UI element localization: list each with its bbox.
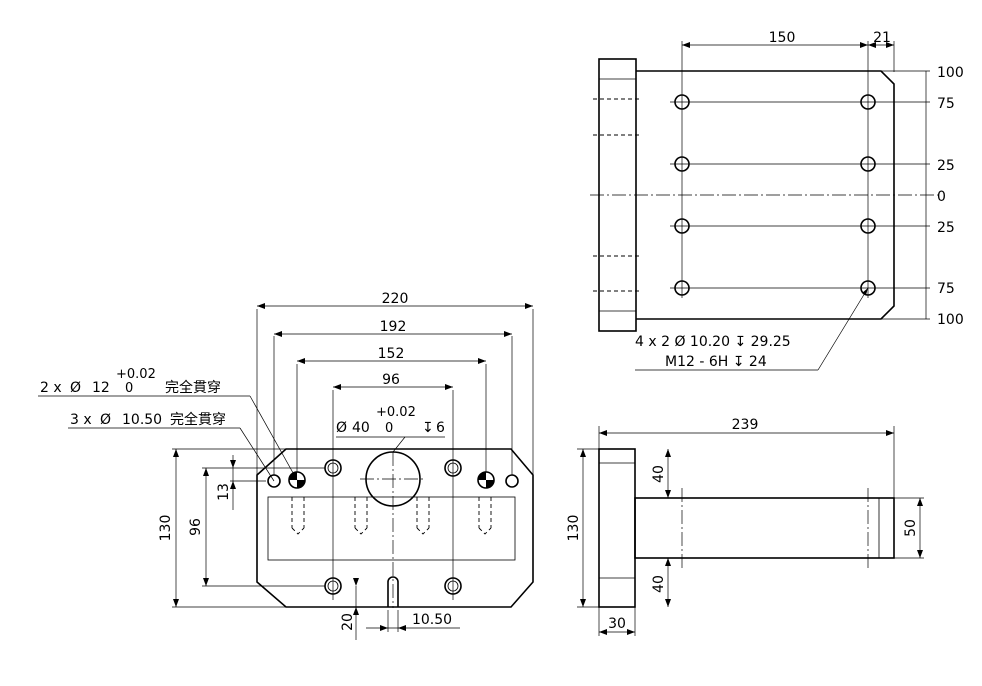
front-vertical-dims (172, 448, 359, 640)
top-flange (598, 448, 636, 608)
right-flange-hidden (593, 98, 640, 292)
callout-2x-12-tol-lower: 0 (125, 381, 133, 396)
dowel-hole-left-fill (289, 472, 305, 488)
front-leaders (38, 395, 445, 482)
dim-30: 30 (608, 616, 626, 632)
ordinate-75-top: 75 (937, 96, 955, 112)
ordinate-25-top: 25 (937, 158, 955, 174)
front-hidden-tapped-holes (291, 497, 492, 535)
callout-2x-12-note: 完全貫穿 (165, 379, 221, 396)
dim-220: 220 (382, 291, 409, 307)
callout-3x-10-50: 3 x Ø 10.50 完全貫穿 (70, 411, 226, 428)
ordinate-75-bottom: 75 (937, 281, 955, 297)
depth-symbol-icon: ↧ (422, 420, 434, 436)
dim-239: 239 (732, 417, 759, 433)
dim-50: 50 (903, 519, 919, 537)
callout-40-tol-lower: 0 (385, 421, 393, 436)
dim-152: 152 (378, 346, 405, 362)
right-callout-line1: 4 x 2 Ø 10.20 ↧ 29.25 (635, 334, 791, 350)
callout-40-tol-upper: +0.02 (376, 405, 416, 420)
bottom-slot (387, 576, 399, 607)
callout-40-value: 40 (352, 420, 370, 436)
front-outline (256, 448, 534, 608)
callout-2x-12-tol-upper: +0.02 (116, 367, 156, 382)
dim-96: 96 (382, 372, 400, 388)
callout-3x-prefix: 3 x (70, 412, 92, 428)
callout-bore-40: Ø 40 +0.02 0 ↧ 6 (336, 405, 445, 436)
hole-10-50-right (505, 474, 519, 488)
diameter-symbol-icon: Ø (100, 412, 111, 428)
top-shaft (634, 497, 895, 559)
callout-2x-12-value: 12 (92, 380, 110, 396)
dowel-hole-right-fill (478, 472, 494, 488)
front-pocket (267, 496, 516, 561)
right-callout-line2: M12 - 6H ↧ 24 (665, 354, 767, 370)
dim-130-top: 130 (566, 515, 582, 542)
right-callout: 4 x 2 Ø 10.20 ↧ 29.25 M12 - 6H ↧ 24 (635, 287, 869, 371)
dim-96-vertical: 96 (188, 518, 204, 536)
ordinate-0: 0 (937, 189, 946, 205)
ordinate-100-bottom: 100 (937, 312, 964, 328)
dim-20: 20 (340, 613, 356, 631)
dim-13: 13 (216, 483, 232, 501)
right-hole-centerlines (670, 41, 930, 320)
ordinate-100-top: 100 (937, 65, 964, 81)
callout-40-depth: 6 (436, 420, 445, 436)
diameter-symbol-icon: Ø (336, 420, 347, 436)
ordinate-25-bottom: 25 (937, 220, 955, 236)
callout-3x-value: 10.50 (122, 412, 162, 428)
callout-2x-12: 2 x Ø 12 +0.02 0 完全貫穿 (40, 367, 221, 396)
dim-150: 150 (769, 30, 796, 46)
dim-40-upper: 40 (651, 465, 667, 483)
right-view: 150 21 100 75 25 0 25 75 100 4 x 2 Ø 10.… (590, 30, 964, 371)
slot-width-dim (366, 610, 460, 632)
right-top-dims (682, 42, 894, 48)
callout-2x-12-prefix: 2 x (40, 380, 62, 396)
callout-3x-note: 完全貫穿 (170, 411, 226, 428)
dim-10-50: 10.50 (412, 612, 452, 628)
dim-192: 192 (380, 319, 407, 335)
top-view: 239 130 40 40 50 30 (566, 417, 924, 636)
front-horizontal-dims (256, 303, 534, 600)
top-view-dims (577, 426, 924, 636)
diameter-symbol-icon: Ø (70, 380, 81, 396)
dim-40-lower: 40 (651, 575, 667, 593)
dim-130-front: 130 (158, 515, 174, 542)
front-view: 220 192 152 96 130 96 13 20 10.50 2 x Ø … (38, 291, 534, 640)
dim-21: 21 (873, 30, 891, 46)
